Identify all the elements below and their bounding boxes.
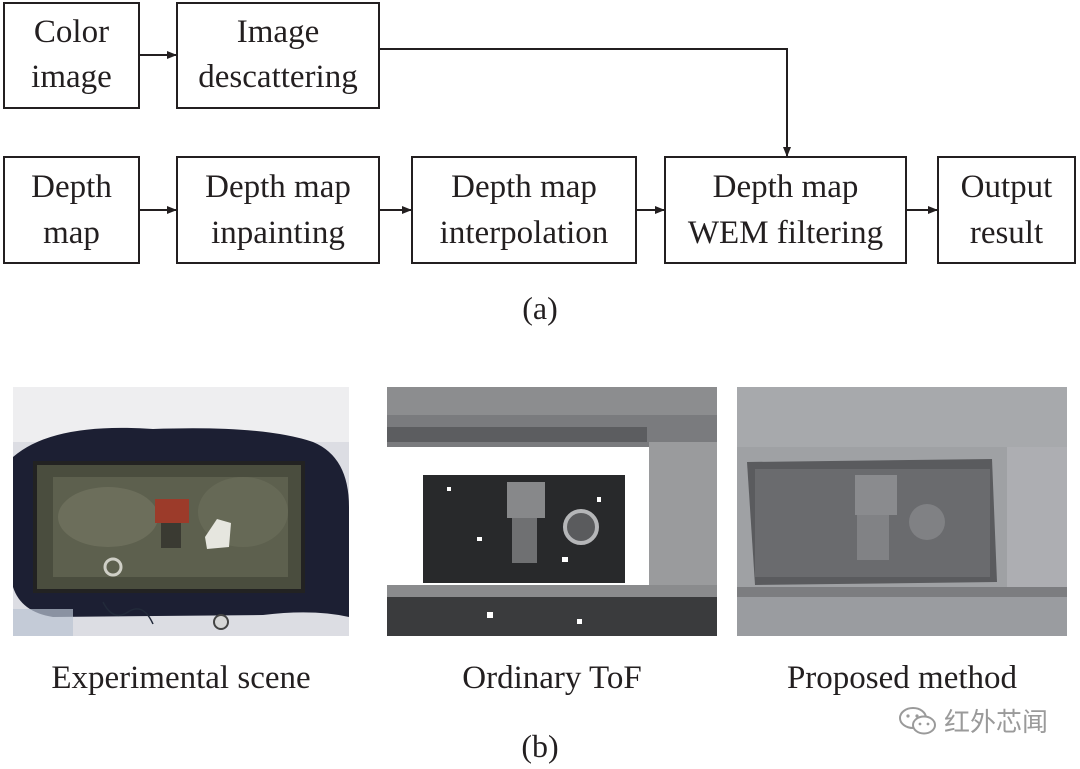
svg-text:Depth map: Depth map	[713, 169, 859, 205]
proposed-method-depth-image	[737, 387, 1067, 636]
wechat-icon	[899, 706, 936, 734]
svg-text:WEM filtering: WEM filtering	[688, 215, 883, 251]
arrow-descattering-to-wem	[379, 48, 791, 157]
panel-label-a: (a)	[522, 290, 558, 326]
node-depth-map: Depth map	[3, 156, 140, 264]
caption-ordinary-tof: Ordinary ToF	[462, 660, 642, 696]
svg-text:Color: Color	[34, 14, 109, 50]
ordinary-tof-depth-image	[387, 387, 717, 636]
node-image-descattering: Image descattering	[176, 2, 380, 109]
node-depth-map-wem-filtering: Depth map WEM filtering	[664, 156, 907, 264]
svg-text:Image: Image	[237, 14, 319, 50]
watermark-text: 红外芯闻	[944, 708, 1049, 738]
node-depth-map-interpolation: Depth map interpolation	[411, 156, 637, 264]
node-depth-map-inpainting: Depth map inpainting	[176, 156, 380, 264]
svg-text:result: result	[970, 215, 1043, 251]
pipeline-flowchart: Color image Image descattering Depth map…	[3, 2, 1076, 264]
svg-text:Depth map: Depth map	[451, 169, 597, 205]
svg-text:interpolation: interpolation	[440, 215, 609, 251]
svg-text:inpainting: inpainting	[211, 215, 345, 251]
panel-label-b: (b)	[521, 728, 559, 764]
caption-proposed-method: Proposed method	[786, 660, 1018, 696]
svg-text:Output: Output	[961, 169, 1053, 205]
svg-text:Depth: Depth	[31, 169, 112, 205]
node-color-image: Color image	[3, 2, 140, 109]
experimental-scene-image	[13, 387, 349, 636]
caption-experimental-scene: Experimental scene	[51, 660, 311, 696]
node-output-result: Output result	[937, 156, 1076, 264]
svg-text:image: image	[31, 59, 112, 95]
svg-text:Depth map: Depth map	[205, 169, 351, 205]
svg-text:map: map	[43, 215, 100, 251]
watermark: 红外芯闻	[898, 702, 1048, 739]
svg-text:descattering: descattering	[198, 59, 357, 95]
